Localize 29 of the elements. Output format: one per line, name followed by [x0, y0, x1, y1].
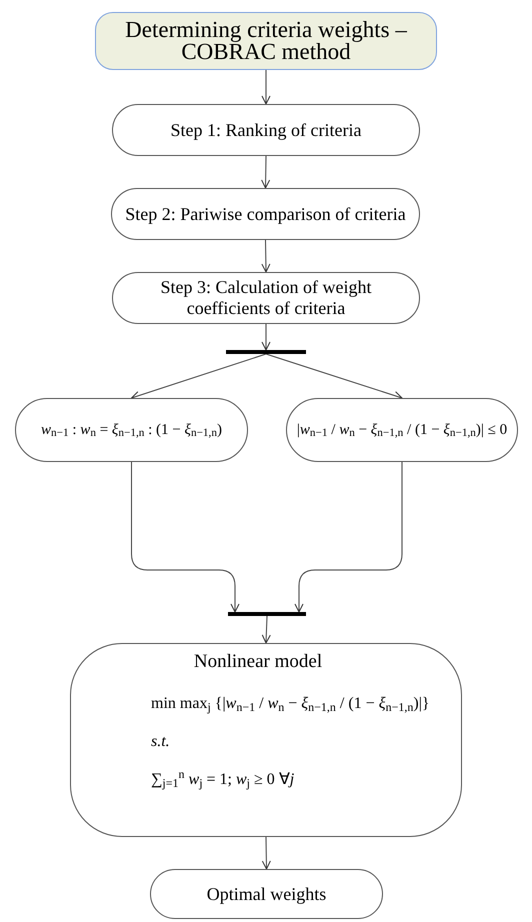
- arrow: [262, 324, 270, 350]
- step-text: Step 1: Ranking of criteria: [170, 120, 362, 140]
- step-text: w$_{n−1}$ : w$_{n}$ = ξ$_{n−1,n}$ : (1 − ξ$_{n−1,n}$): [41, 420, 222, 440]
- arrow: [262, 70, 270, 104]
- title-box: [95, 12, 437, 70]
- arrow: [131, 354, 266, 400]
- model-heading: Nonlinear model: [192, 650, 324, 674]
- title-text: Determining criteria weights – COBRAC method: [124, 19, 408, 63]
- sync-bar: [228, 612, 306, 616]
- arrow: [262, 616, 271, 644]
- arrow: [261, 240, 270, 272]
- arrow: [131, 462, 240, 612]
- arrow: [262, 836, 271, 870]
- process-box: [111, 188, 420, 240]
- arrow: [261, 156, 270, 188]
- step-text: Step 3: Calculation of weight coefficients of criteria: [160, 277, 372, 319]
- sync-bar: [226, 350, 306, 354]
- process-box: [112, 272, 420, 324]
- step-text: Step 2: Pariwise comparison of criteria: [125, 204, 406, 224]
- formula-text: s.t.: [151, 732, 171, 752]
- step-text: |w$_{n−1}$ / w$_{n}$ − ξ$_{n−1,n}$ / (1 − ξ$_{n−1,n}$)| ≤ 0: [296, 420, 508, 440]
- step-text: Optimal weights: [206, 884, 326, 904]
- process-box: [112, 104, 420, 156]
- process-box: [150, 869, 383, 919]
- formula-text: min max$_{j}$ {|w$_{n−1}$ / w$_{n}$ − ξ$_{n−1,n}$ / (1 − ξ$_{n−1,n}$)|}: [151, 694, 431, 714]
- formula-text: ∑$_{j=1}$$^{n}$ w$_{j}$ = 1; w$_{j}$ ≥ 0 ∀j: [151, 768, 296, 790]
- arrow: [266, 354, 402, 400]
- arrow: [294, 462, 402, 612]
- model-box: [70, 643, 462, 837]
